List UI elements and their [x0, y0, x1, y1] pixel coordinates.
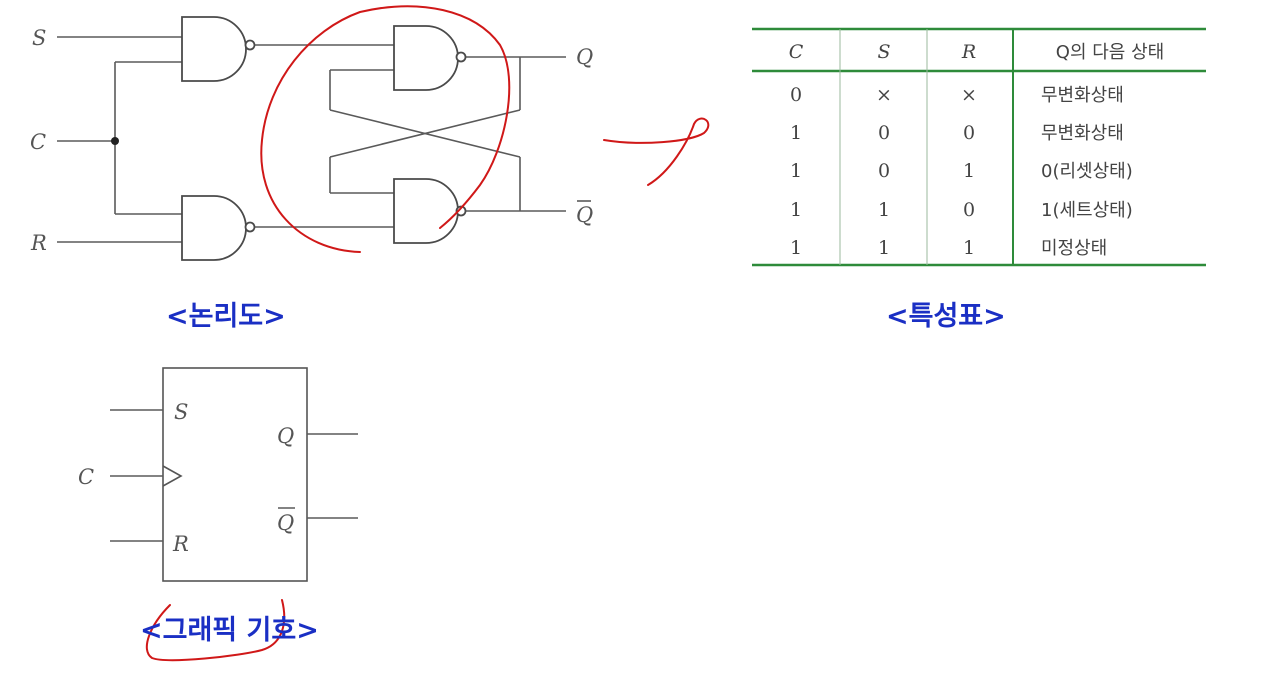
- table-cell: 1: [963, 237, 975, 259]
- graphic-symbol: S C R Q Q: [78, 367, 358, 582]
- logic-diagram-caption: <논리도>: [166, 301, 286, 332]
- logic-q-label: Q: [576, 45, 593, 69]
- table-cell: 1: [963, 160, 975, 182]
- table-cell: 1: [790, 199, 802, 221]
- graphic-symbol-caption: <그래픽 기호>: [140, 615, 319, 646]
- symbol-qbar-label: Q: [277, 511, 294, 535]
- table-header-next-state: Q의 다음 상태: [1056, 42, 1164, 63]
- logic-s-label: S: [32, 26, 46, 50]
- symbol-c-label: C: [78, 465, 94, 489]
- symbol-s-label: S: [174, 400, 188, 424]
- table-header-c: C: [789, 41, 804, 63]
- red-annotations: [145, 5, 710, 662]
- table-cell: 무변화상태: [1041, 85, 1124, 106]
- logic-r-label: R: [30, 231, 47, 255]
- clock-triangle-icon: [162, 465, 183, 487]
- table-cell: 미정상태: [1041, 238, 1107, 259]
- annotation-underline-symbol: [145, 599, 286, 662]
- characteristic-table-caption: <특성표>: [886, 301, 1006, 332]
- table-cell: 1: [878, 199, 890, 221]
- table-cell: 0(리셋상태): [1041, 161, 1133, 182]
- table-header-r: R: [961, 41, 976, 63]
- nand-gate-3: [393, 25, 467, 91]
- table-cell: 1: [878, 237, 890, 259]
- table-cell: 1: [790, 237, 802, 259]
- logic-qbar-label: Q: [576, 203, 593, 227]
- symbol-r-label: R: [172, 532, 189, 556]
- table-cell: 0: [878, 122, 890, 144]
- logic-diagram: S C R Q Q: [30, 16, 593, 261]
- cross-wire-b: [329, 109, 521, 158]
- table-cell: 0: [790, 84, 802, 106]
- table-header-s: S: [877, 41, 890, 63]
- logic-c-label: C: [30, 130, 46, 154]
- table-cell: 0: [878, 160, 890, 182]
- nand-gate-2: [181, 195, 256, 261]
- table-cell: 0: [963, 122, 975, 144]
- flipflop-box: [162, 367, 308, 582]
- table-cell: 0: [963, 199, 975, 221]
- table-cell: ×: [876, 84, 892, 106]
- characteristic-table: C S R Q의 다음 상태 0 × × 무변화상태 1 0 0 무변화상태 1…: [752, 27, 1206, 267]
- annotation-arrow: [603, 117, 710, 186]
- table-cell: 1: [790, 160, 802, 182]
- table-cell: 1(세트상태): [1041, 200, 1133, 221]
- clock-junction-dot: [111, 137, 119, 145]
- nand-gate-4: [393, 178, 467, 244]
- table-cell: ×: [961, 84, 977, 106]
- table-cell: 1: [790, 122, 802, 144]
- table-cell: 무변화상태: [1041, 123, 1124, 144]
- annotation-circle-latch: [260, 5, 511, 253]
- symbol-q-label: Q: [277, 424, 294, 448]
- nand-gate-1: [181, 16, 256, 82]
